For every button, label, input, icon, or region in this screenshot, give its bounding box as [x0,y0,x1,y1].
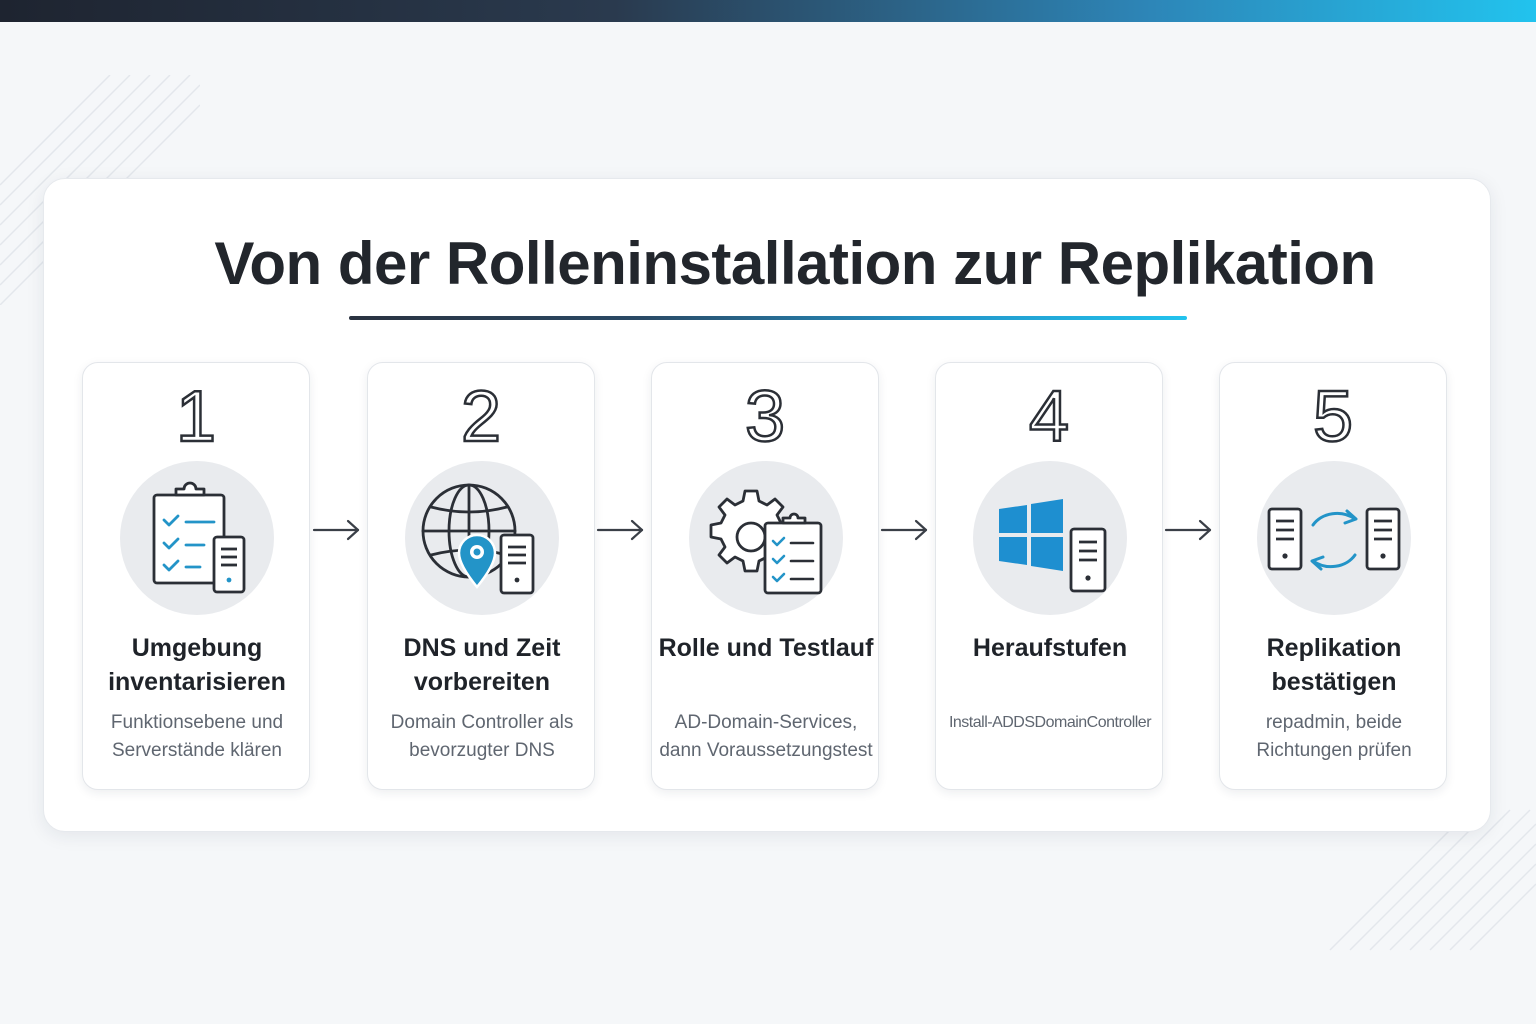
step-card-3: 3 Rolle und Testlauf [651,362,879,790]
step-description: Domain Controller als bevorzugter DNS [390,712,574,761]
step-icon-circle [1257,461,1411,615]
step-title: Heraufstufen [972,634,1128,662]
step-title: DNS und Zeit vorbereiten [403,634,561,696]
page-title: Von der Rolleninstallation zur Replikati… [214,230,1376,297]
step-title: Umgebung inventarisieren [108,634,286,696]
globe-location-server-icon [421,483,535,595]
step-description: Install-ADDSDomainController [948,714,1152,731]
step-card-4: 4 Heraufstufen Install-ADDSDomainControl… [935,362,1163,790]
step-icon-circle [405,461,559,615]
server-sync-icon [1267,507,1401,571]
clipboard-checklist-server-icon [152,481,246,594]
gear-checklist-icon [709,489,823,595]
arrow-right-icon [312,519,360,541]
arrow-right-icon [880,519,928,541]
step-description: AD-Domain-Services, dann Voraussetzungst… [659,712,873,761]
step-number: 1 [175,377,218,457]
title-underline [349,316,1187,320]
step-title: Rolle und Testlauf [658,634,874,662]
windows-server-icon [999,499,1107,593]
arrow-right-icon [596,519,644,541]
step-number: 4 [1028,377,1071,457]
step-number: 3 [744,377,787,457]
step-number: 5 [1312,377,1355,457]
top-gradient-bar [0,0,1536,22]
step-description: Funktionsebene und Serverstände klären [110,712,284,761]
step-title: Replikation bestätigen [1266,634,1402,696]
step-card-2: 2 DNS und Zeit vorbereiten [367,362,595,790]
step-icon-circle [973,461,1127,615]
step-icon-circle [689,461,843,615]
decorative-stripes [1329,809,1536,951]
step-description: repadmin, beide Richtungen prüfen [1256,712,1412,761]
step-icon-circle [120,461,274,615]
arrow-right-icon [1164,519,1212,541]
step-number: 2 [460,377,503,457]
step-card-5: 5 Replikation bestätige [1219,362,1447,790]
step-card-1: 1 Umgebung inven [82,362,310,790]
